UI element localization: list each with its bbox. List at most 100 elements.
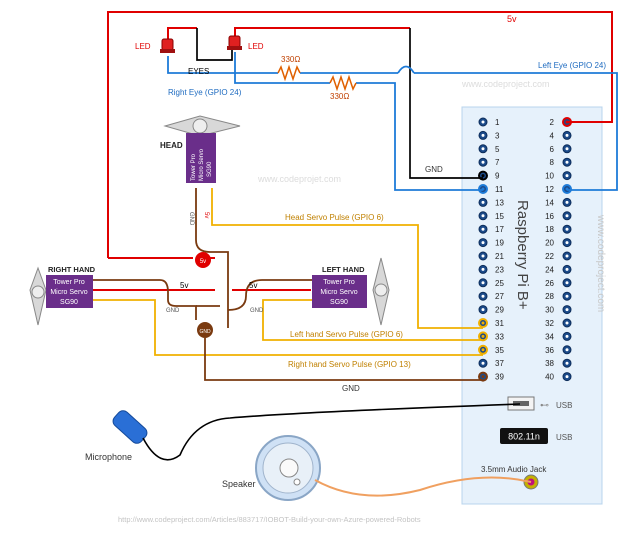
gpio-pin-label: 37	[495, 359, 504, 368]
gpio-pin-hole-21	[481, 254, 485, 258]
gpio-pin-label: 35	[495, 346, 504, 355]
gpio-pin-hole-24	[565, 267, 569, 271]
resistor-r2-label: 330Ω	[330, 92, 349, 101]
microphone-label: Microphone	[85, 452, 132, 462]
gnd-bottom-label: GND	[342, 384, 360, 393]
servo-pulse-wiring	[92, 188, 483, 356]
gpio-pin-label: 31	[495, 319, 504, 328]
gpio-pin-hole-14	[565, 200, 569, 204]
gpio-pin-hole-37	[481, 361, 485, 365]
gpio-pin-label: 9	[495, 172, 500, 181]
power-wiring	[92, 11, 613, 291]
watermark-top: www.codeproject.com	[461, 79, 550, 89]
left-servo-line3: SG90	[330, 299, 348, 306]
eye-signal-wiring	[167, 52, 618, 191]
head-label: HEAD	[160, 141, 183, 150]
gpio-pin-label: 12	[545, 185, 554, 194]
gpio-pin-label: 8	[550, 158, 555, 167]
gpio-pin-label: 32	[545, 319, 554, 328]
gpio-pin-hole-16	[565, 214, 569, 218]
right-eye-label: Right Eye (GPIO 24)	[168, 88, 242, 97]
gpio-pin-hole-1	[481, 120, 485, 124]
watermark-board: www.codeproject.com	[595, 214, 606, 312]
gnd-lh-label: GND	[250, 308, 264, 314]
gpio-pin-hole-35	[481, 348, 485, 352]
gpio-pin-label: 17	[495, 225, 504, 234]
gpio-pin-label: 16	[545, 212, 554, 221]
gpio-pin-hole-29	[481, 308, 485, 312]
audio-jack-label: 3.5mm Audio Jack	[481, 465, 547, 474]
gpio-pin-label: 25	[495, 279, 504, 288]
microphone: Microphone	[85, 403, 521, 462]
gpio-pin-hole-40	[565, 375, 569, 379]
left-pulse-label: Left hand Servo Pulse (GPIO 6)	[290, 330, 403, 339]
speaker-label: Speaker	[222, 479, 256, 489]
gpio-pin-label: 28	[545, 292, 554, 301]
right-servo-line2: Micro Servo	[50, 289, 87, 296]
gpio-pin-label: 13	[495, 198, 504, 207]
led-right: LED	[227, 35, 264, 51]
gpio-pin-hole-34	[565, 334, 569, 338]
gpio-pin-label: 23	[495, 265, 504, 274]
gpio-pin-hole-27	[481, 294, 485, 298]
gpio-pin-hole-19	[481, 241, 485, 245]
gpio-pin-label: 10	[545, 172, 554, 181]
gpio-pin-label: 1	[495, 118, 500, 127]
gpio-pin-label: 18	[545, 225, 554, 234]
gpio-pin-hole-32	[565, 321, 569, 325]
gpio-pin-label: 29	[495, 306, 504, 315]
gpio-pin-label: 21	[495, 252, 504, 261]
watermark-mid: www.codeprojet.com	[257, 174, 341, 184]
gpio-pin-hole-38	[565, 361, 569, 365]
gnd-rh-label: GND	[166, 308, 180, 314]
gpio-pin-label: 5	[495, 145, 500, 154]
left-eye-label: Left Eye (GPIO 24)	[538, 61, 606, 70]
gpio-pin-hole-23	[481, 267, 485, 271]
gpio-pin-hole-25	[481, 281, 485, 285]
gpio-pin-label: 20	[545, 239, 554, 248]
v5-rh-label: 5v	[180, 281, 188, 290]
head-servo: Tower Pro Micro Servo SG90 HEAD	[160, 115, 241, 183]
gpio-pin-label: 24	[545, 265, 554, 274]
gpio-pin-hole-7	[481, 160, 485, 164]
gpio-pin-hole-26	[565, 281, 569, 285]
gpio-pin-hole-13	[481, 200, 485, 204]
power-junction: 5v	[195, 252, 211, 268]
gpio-pin-label: 40	[545, 373, 554, 382]
resistor-r1-label: 330Ω	[281, 55, 300, 64]
head-servo-line2: Micro Servo	[199, 148, 205, 181]
led-left: LED	[135, 38, 175, 53]
gpio-pin-hole-36	[565, 348, 569, 352]
footer-url: http://www.codeproject.com/Articles/8837…	[118, 515, 421, 524]
head-servo-line1: Tower Pro	[191, 153, 197, 181]
gpio-pin-hole-20	[565, 241, 569, 245]
gpio-pin-label: 39	[495, 373, 504, 382]
gpio-pin-label: 33	[495, 332, 504, 341]
gpio-pin-label: 6	[550, 145, 555, 154]
gpio-pin-label: 36	[545, 346, 554, 355]
right-pulse-label: Right hand Servo Pulse (GPIO 13)	[288, 360, 411, 369]
gpio-pin-hole-8	[565, 160, 569, 164]
gpio-pin-hole-10	[565, 174, 569, 178]
left-servo-line2: Micro Servo	[320, 289, 357, 296]
left-hand-servo: Tower Pro Micro Servo SG90 LEFT HAND	[312, 257, 390, 326]
gpio-pin-hole-30	[565, 308, 569, 312]
gpio-pin-label: 4	[550, 131, 555, 140]
speaker: Speaker	[222, 435, 532, 501]
servo-ground-wiring	[92, 188, 483, 381]
gpio-pin-label: 22	[545, 252, 554, 261]
right-servo-line1: Tower Pro	[53, 279, 85, 286]
gpio-pin-hole-4	[565, 133, 569, 137]
gpio-pin-label: 11	[495, 185, 504, 194]
eyes-label: EYES	[188, 67, 209, 76]
gpio-pin-hole-18	[565, 227, 569, 231]
left-servo-line1: Tower Pro	[323, 279, 355, 286]
v5-head-vertical-label: 5v	[203, 212, 209, 218]
ground-junction-label: GND	[199, 329, 211, 335]
gpio-pin-hole-6	[565, 147, 569, 151]
wifi-chip-label: 802.11n	[508, 432, 540, 442]
gpio-pin-label: 27	[495, 292, 504, 301]
usb-port: ⊷ USB	[507, 396, 572, 411]
head-servo-line3: SG90	[207, 161, 213, 177]
led-left-label: LED	[135, 42, 151, 51]
